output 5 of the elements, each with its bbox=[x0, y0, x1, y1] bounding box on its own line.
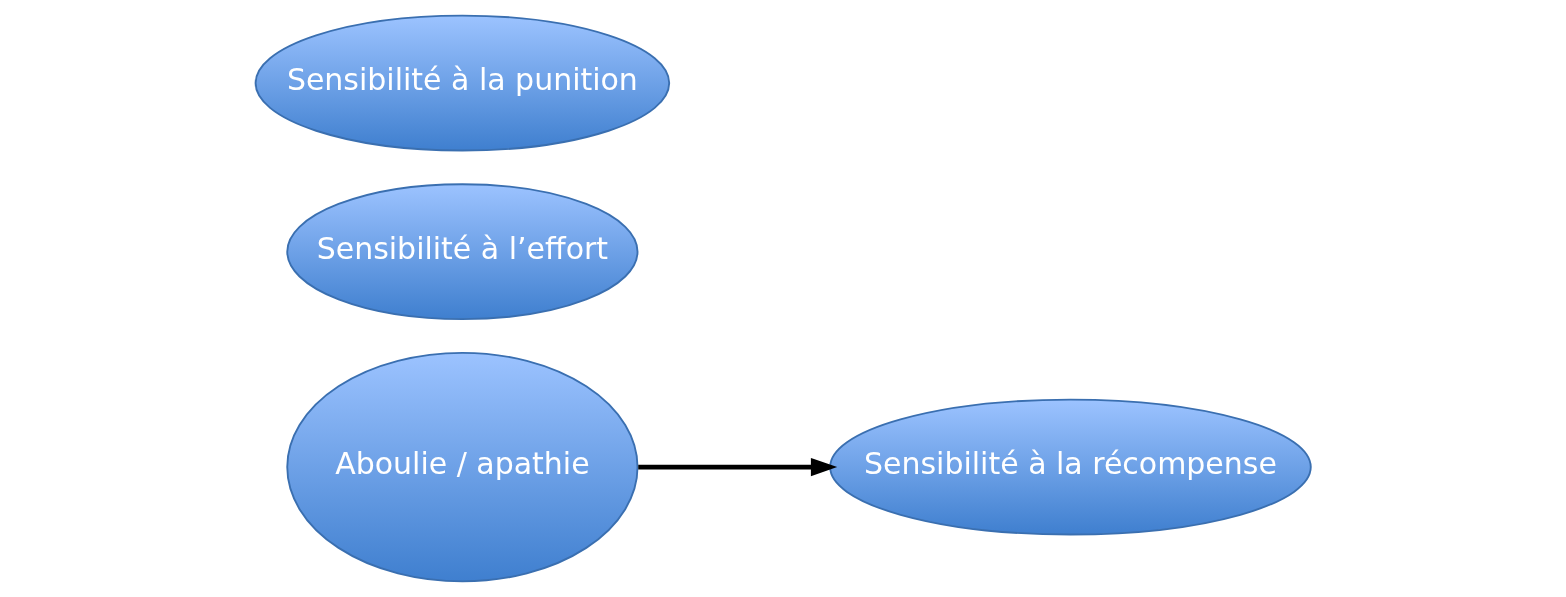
node-ellipse: Sensibilité à la récompense bbox=[829, 398, 1312, 536]
node-ellipse: Aboulie / apathie bbox=[286, 351, 639, 583]
node-ellipse: Sensibilité à la punition bbox=[254, 14, 671, 152]
node-ellipse: Sensibilité à l’effort bbox=[286, 183, 639, 321]
arrow bbox=[638, 457, 838, 477]
